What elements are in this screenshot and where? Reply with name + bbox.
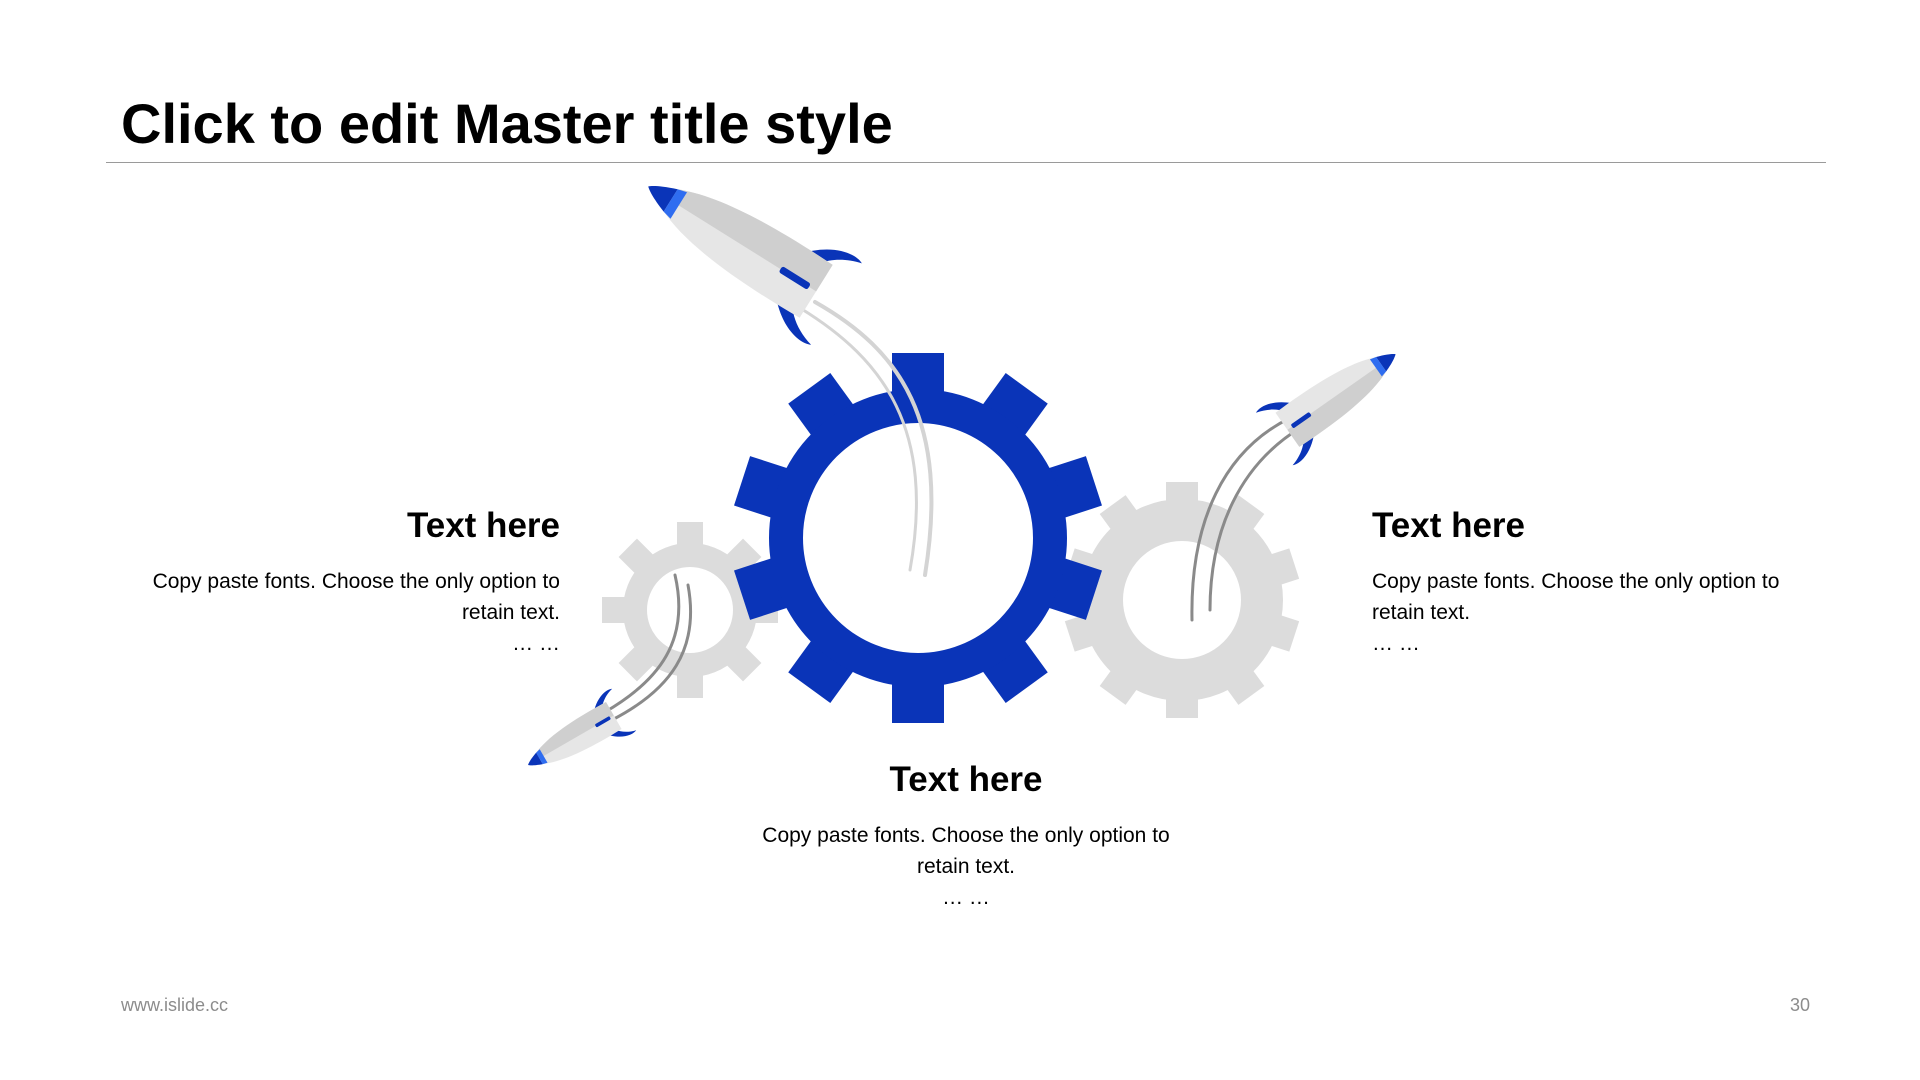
block-heading: Text here: [889, 760, 1043, 799]
text-block-right: Text here Copy paste fonts. Choose the o…: [1372, 504, 1802, 659]
block-body: Copy paste fonts. Choose the only option…: [1372, 570, 1780, 624]
block-heading: Text here: [406, 506, 560, 545]
page-title: Click to edit Master title style: [121, 92, 893, 155]
text-block-left: Text here Copy paste fonts. Choose the o…: [130, 504, 560, 659]
small-gear-icon: [602, 522, 778, 698]
footer-website: www.islide.cc: [121, 995, 229, 1015]
block-heading: Text here: [1372, 506, 1526, 545]
block-body: Copy paste fonts. Choose the only option…: [152, 570, 560, 624]
rocket-trails: [603, 300, 1302, 722]
right-gear-icon: [1064, 482, 1300, 718]
title-divider: [106, 162, 1826, 163]
large-gear-icon: [734, 353, 1102, 723]
block-body: Copy paste fonts. Choose the only option…: [762, 824, 1170, 878]
rocket-icon: [621, 143, 864, 347]
block-ellipsis: … …: [1372, 632, 1420, 655]
text-block-center: Text here Copy paste fonts. Choose the o…: [750, 758, 1182, 913]
block-ellipsis: … …: [942, 886, 990, 909]
block-ellipsis: … …: [512, 632, 560, 655]
page-number: 30: [1789, 995, 1810, 1015]
rocket-icon: [1255, 326, 1415, 467]
